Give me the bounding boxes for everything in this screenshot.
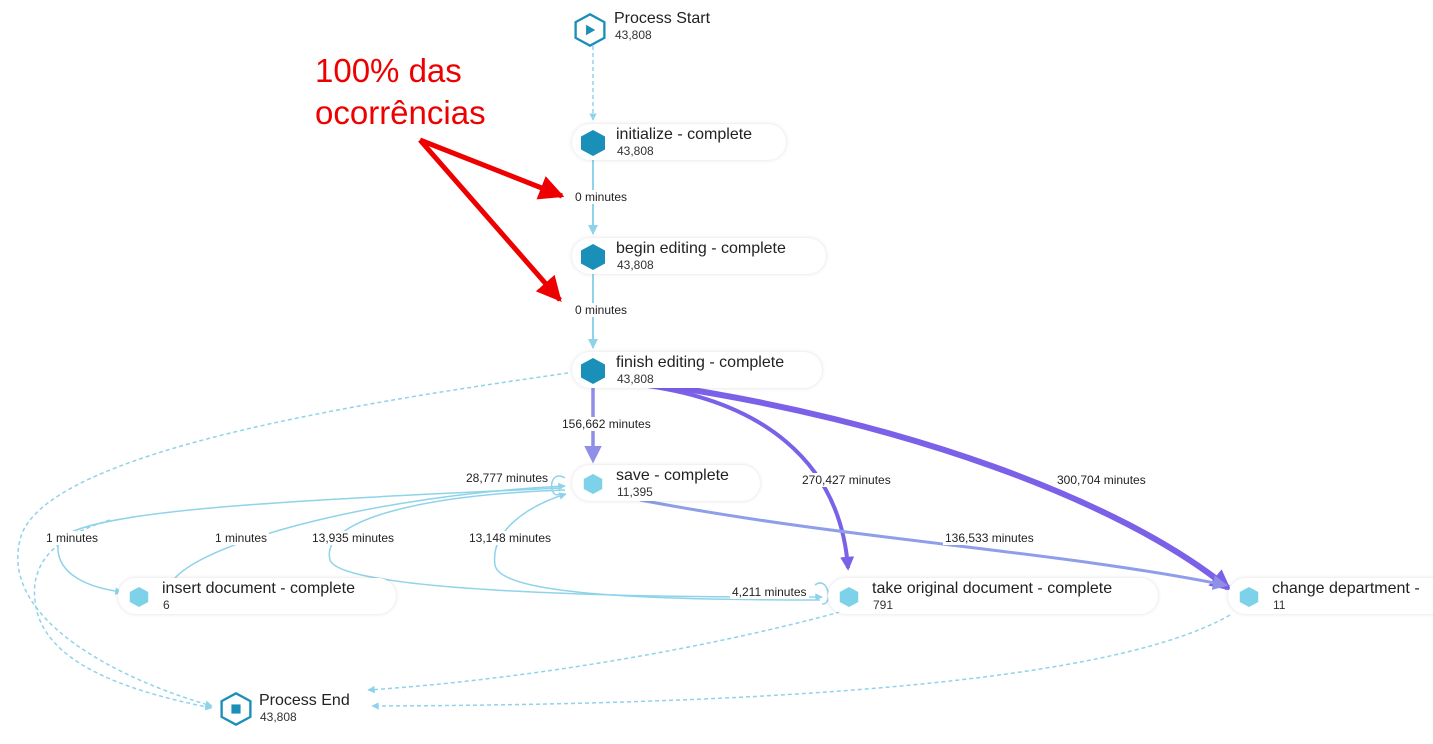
- edge-label-take-loop: 4,211 minutes: [730, 585, 809, 599]
- node-count: 6: [163, 598, 170, 612]
- node-count: 43,808: [617, 144, 654, 158]
- node-name: Process Start: [614, 10, 711, 27]
- node-name: save - complete: [616, 467, 729, 484]
- edge-save-take[interactable]: [328, 489, 823, 601]
- edge-take-save[interactable]: [493, 492, 821, 601]
- node-change-department[interactable]: change department - 11: [1228, 578, 1433, 614]
- activity-hexagon-icon: [1239, 587, 1259, 607]
- node-name: change department -: [1272, 580, 1420, 597]
- node-count: 11,395: [617, 485, 653, 499]
- edge-label-insert-save: 1 minutes: [213, 531, 270, 545]
- edge-label-take-save: 13,148 minutes: [467, 531, 554, 545]
- node-save[interactable]: save - complete 11,395: [572, 465, 760, 501]
- stop-icon: [220, 692, 252, 726]
- edge-finish-end[interactable]: [17, 372, 569, 708]
- edge-take-end[interactable]: [367, 611, 841, 694]
- play-icon: [574, 13, 606, 47]
- activity-hexagon-icon: [583, 474, 603, 494]
- node-take-original-document[interactable]: take original document - complete 791: [828, 578, 1158, 614]
- edge-loop-end[interactable]: [33, 519, 213, 711]
- activity-hexagon-icon: [581, 358, 605, 384]
- node-count: 43,808: [260, 710, 297, 724]
- annotation-text: 100% das ocorrências: [315, 50, 486, 134]
- edge-take-self[interactable]: [814, 582, 830, 605]
- node-name: initialize - complete: [616, 126, 753, 143]
- node-count: 791: [873, 598, 894, 612]
- edge-label-save-change: 136,533 minutes: [943, 531, 1036, 545]
- edge-label-finish-save: 156,662 minutes: [560, 417, 653, 431]
- node-count: 43,808: [617, 258, 654, 272]
- annotation-arrow-1: [419, 137, 565, 200]
- node-name: take original document - complete: [872, 580, 1113, 597]
- node-process-start[interactable]: Process Start 43,808: [566, 10, 746, 47]
- edge-label-save-loop: 28,777 minutes: [464, 471, 551, 485]
- node-process-end[interactable]: Process End 43,808: [212, 692, 392, 728]
- edge-label-finish-change: 300,704 minutes: [1055, 473, 1148, 487]
- edge-save-self[interactable]: [550, 475, 566, 496]
- edge-label-begin-finish: 0 minutes: [573, 303, 630, 317]
- edge-change-end[interactable]: [371, 614, 1231, 710]
- edge-finish-take[interactable]: [639, 383, 855, 571]
- annotation-arrow-2: [418, 138, 562, 302]
- edge-label-init-begin: 0 minutes: [573, 190, 630, 204]
- edge-finish-change[interactable]: [659, 382, 1232, 591]
- node-count: 43,808: [617, 372, 654, 386]
- node-count: 11: [1273, 598, 1286, 612]
- annotation-line-1: 100% das: [315, 52, 462, 89]
- node-finish-editing[interactable]: finish editing - complete 43,808: [572, 352, 822, 388]
- edge-insert-save[interactable]: [174, 482, 566, 579]
- activity-hexagon-icon: [581, 130, 605, 156]
- edge-label-loop-a: 1 minutes: [44, 531, 101, 545]
- node-insert-document[interactable]: insert document - complete 6: [118, 578, 396, 614]
- node-count: 43,808: [615, 28, 652, 42]
- node-name: insert document - complete: [162, 580, 355, 597]
- edge-label-save-take: 13,935 minutes: [310, 531, 397, 545]
- activity-hexagon-icon: [129, 587, 149, 607]
- node-begin-editing[interactable]: begin editing - complete 43,808: [572, 238, 826, 274]
- node-name: begin editing - complete: [616, 240, 786, 257]
- edge-save-change[interactable]: [639, 498, 1228, 591]
- activity-hexagon-icon: [581, 244, 605, 270]
- annotation-line-2: ocorrências: [315, 94, 486, 131]
- edge-label-finish-take: 270,427 minutes: [800, 473, 893, 487]
- node-initialize[interactable]: initialize - complete 43,808: [572, 124, 786, 160]
- node-name: Process End: [259, 692, 350, 709]
- node-name: finish editing - complete: [616, 354, 785, 371]
- activity-hexagon-icon: [839, 587, 859, 607]
